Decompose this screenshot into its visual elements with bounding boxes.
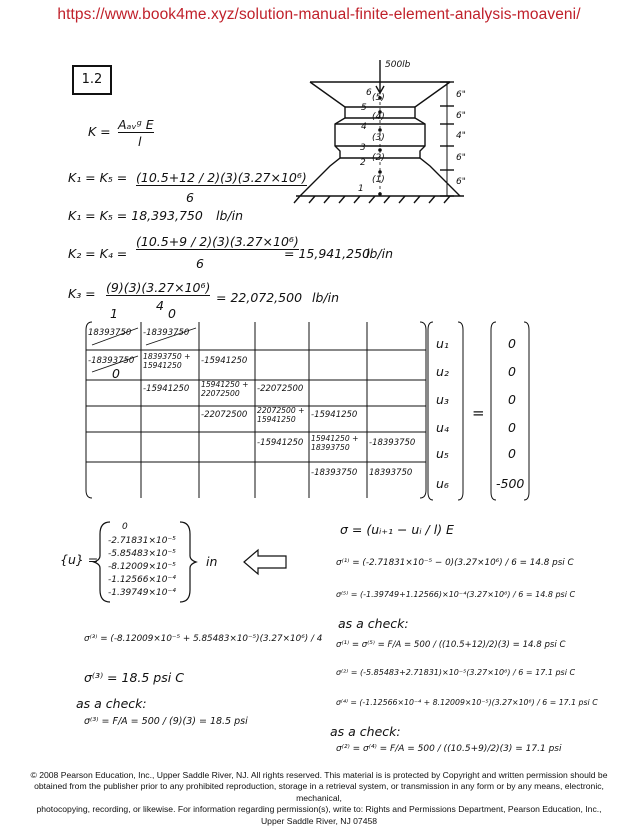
matrix-cell: -15941250 bbox=[143, 384, 190, 394]
matrix-cell: -15941250 bbox=[311, 410, 358, 420]
displacement-2: -2.71831×10⁻⁵ bbox=[108, 536, 176, 546]
load-label: 500lb bbox=[385, 60, 411, 70]
matrix-cell: -18393750 bbox=[311, 468, 358, 478]
node-2: 2 bbox=[360, 158, 366, 168]
element-2: (2) bbox=[372, 153, 385, 163]
f-vector-1: 0 bbox=[508, 336, 516, 351]
k-definition-denominator: l bbox=[138, 134, 142, 149]
element-4: (4) bbox=[372, 112, 385, 122]
sigma-3-check: σ⁽³⁾ = F/A = 500 / (9)(3) = 18.5 psi bbox=[84, 716, 248, 727]
sigma-3-expression: σ⁽³⁾ = (-8.12009×10⁻⁵ + 5.85483×10⁻⁵)(3.… bbox=[84, 634, 323, 644]
node-3: 3 bbox=[360, 143, 366, 153]
displacement-4: -8.12009×10⁻⁵ bbox=[108, 562, 176, 572]
displacement-label: {u} = bbox=[60, 552, 99, 567]
sigma-1: σ⁽¹⁾ = (-2.71831×10⁻⁵ − 0)(3.27×10⁶) / 6… bbox=[336, 558, 574, 568]
sigma-definition: σ = (uᵢ₊₁ − uᵢ / l) E bbox=[340, 522, 454, 537]
u-vector-4: u₄ bbox=[436, 420, 449, 435]
matrix-cell: 18393750 bbox=[369, 468, 413, 478]
matrix-cell: -15941250 bbox=[257, 438, 304, 448]
u-vector-3: u₃ bbox=[436, 392, 449, 407]
k3-expression: (9)(3)(3.27×10⁶) bbox=[106, 280, 211, 296]
k3-units: lb/in bbox=[312, 290, 340, 305]
k2-expression: (10.5+9 / 2)(3)(3.27×10⁶) bbox=[136, 234, 299, 250]
matrix-cell: 18393750 bbox=[88, 328, 132, 338]
k3-denominator: 4 bbox=[156, 298, 164, 313]
dim-1: 6" bbox=[456, 90, 466, 100]
k1-lhs: K₁ = K₅ = bbox=[68, 170, 128, 185]
check-label-left: as a check: bbox=[76, 696, 147, 711]
matrix-cell: 15941250 + 18393750 bbox=[311, 434, 359, 452]
sigma-4: σ⁽⁴⁾ = (-1.12566×10⁻⁴ + 8.12009×10⁻⁵)(3.… bbox=[336, 698, 598, 707]
k1-expression: (10.5+12 / 2)(3)(3.27×10⁶) bbox=[136, 170, 307, 186]
f-vector-4: 0 bbox=[508, 420, 516, 435]
k-definition-lhs: K = bbox=[88, 124, 111, 139]
matrix-cell: 15941250 + 22072500 bbox=[201, 380, 249, 398]
f-vector-2: 0 bbox=[508, 364, 516, 379]
dim-4: 6" bbox=[456, 153, 466, 163]
matrix-cell: -18393750 bbox=[88, 356, 135, 366]
sigma-3-result: σ⁽³⁾ = 18.5 psi C bbox=[84, 670, 184, 685]
matrix-cell: 22072500 + 15941250 bbox=[257, 406, 305, 424]
u-vector-2: u₂ bbox=[436, 364, 449, 379]
matrix-cell: -22072500 bbox=[201, 410, 248, 420]
dim-5: 6" bbox=[456, 177, 466, 187]
k2-lhs: K₂ = K₄ = bbox=[68, 246, 128, 261]
footer-line-3: photocopying, recording, or likewise. Fo… bbox=[36, 804, 602, 815]
node-5: 5 bbox=[361, 103, 367, 113]
u-vector-6: u₆ bbox=[436, 476, 449, 491]
source-url[interactable]: https://www.book4me.xyz/solution-manual-… bbox=[57, 6, 581, 23]
matrix-equals: = bbox=[472, 404, 485, 422]
check-label-right-2: as a check: bbox=[330, 724, 401, 739]
f-vector-5: 0 bbox=[508, 446, 516, 461]
node-1: 1 bbox=[358, 184, 364, 194]
displacement-1: 0 bbox=[122, 522, 128, 532]
check-label-right: as a check: bbox=[338, 616, 409, 631]
element-1: (1) bbox=[372, 175, 385, 185]
node-4: 4 bbox=[361, 122, 367, 132]
sigma-2-check: σ⁽²⁾ = σ⁽⁴⁾ = F/A = 500 / ((10.5+9)/2)(3… bbox=[336, 744, 562, 754]
displacement-units: in bbox=[206, 554, 218, 569]
footer-line-4: Upper Saddle River, NJ 07458 bbox=[260, 815, 378, 826]
matrix-cell: 18393750 + 15941250 bbox=[143, 352, 191, 370]
sigma-1-check: σ⁽¹⁾ = σ⁽⁵⁾ = F/A = 500 / ((10.5+12)/2)(… bbox=[336, 640, 566, 650]
u-vector-1: u₁ bbox=[436, 336, 449, 351]
displacement-6: -1.39749×10⁻⁴ bbox=[108, 588, 176, 598]
boundary-mark-3: 0 bbox=[112, 366, 120, 381]
matrix-cell: -18393750 bbox=[369, 438, 416, 448]
k1-denominator: 6 bbox=[186, 190, 194, 205]
k2-units: lb/in bbox=[366, 246, 394, 261]
boundary-mark-2: 0 bbox=[168, 306, 176, 321]
problem-number-box: 1.2 bbox=[72, 65, 112, 95]
copyright-footer: © 2008 Pearson Education, Inc., Upper Sa… bbox=[12, 770, 626, 827]
k2-denominator: 6 bbox=[196, 256, 204, 271]
matrix-cell: -15941250 bbox=[201, 356, 248, 366]
sigma-2: σ⁽²⁾ = (-5.85483+2.71831)×10⁻⁵(3.27×10⁶)… bbox=[336, 668, 576, 677]
f-vector-6: -500 bbox=[496, 476, 525, 491]
matrix-cell: -18393750 bbox=[143, 328, 190, 338]
problem-number: 1.2 bbox=[81, 72, 103, 87]
sigma-5: σ⁽⁵⁾ = (-1.39749+1.12566)×10⁻⁴(3.27×10⁶)… bbox=[336, 590, 576, 599]
footer-line-1: © 2008 Pearson Education, Inc., Upper Sa… bbox=[30, 770, 608, 780]
footer-line-2: obtained from the publisher prior to any… bbox=[34, 781, 604, 803]
f-vector-3: 0 bbox=[508, 392, 516, 407]
element-5: (5) bbox=[372, 93, 385, 103]
displacement-5: -1.12566×10⁻⁴ bbox=[108, 575, 176, 585]
k1-value: K₁ = K₅ = 18,393,750 bbox=[68, 208, 203, 223]
k3-value: = 22,072,500 bbox=[216, 290, 303, 305]
dim-2: 6" bbox=[456, 111, 466, 121]
displacement-3: -5.85483×10⁻⁵ bbox=[108, 549, 176, 559]
element-3: (3) bbox=[372, 133, 385, 143]
k1-units: lb/in bbox=[216, 208, 244, 223]
dim-3: 4" bbox=[456, 131, 466, 141]
k-definition-numerator: Aₐᵥᵍ E bbox=[118, 117, 154, 133]
k3-lhs: K₃ = bbox=[68, 286, 96, 301]
matrix-cell: -22072500 bbox=[257, 384, 304, 394]
u-vector-5: u₅ bbox=[436, 446, 449, 461]
k2-value: = 15,941,250 bbox=[284, 246, 371, 261]
node-6: 6 bbox=[366, 88, 372, 98]
boundary-mark-1: 1 bbox=[110, 306, 118, 321]
